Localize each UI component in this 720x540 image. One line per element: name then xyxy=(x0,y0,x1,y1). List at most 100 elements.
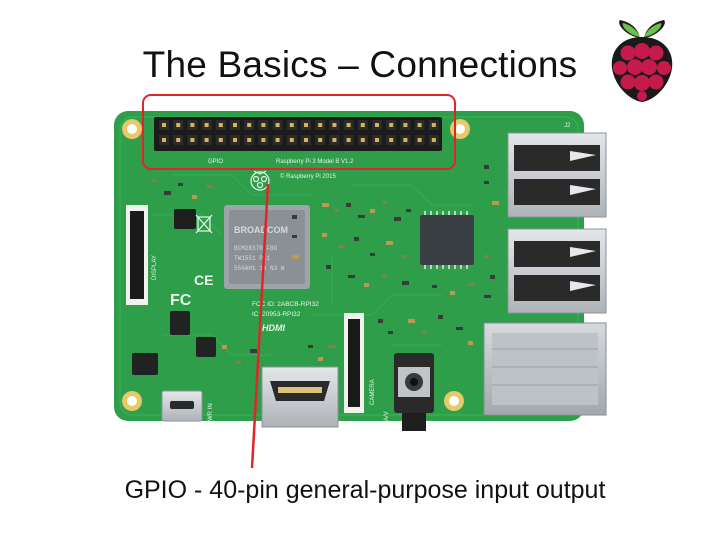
smd-component xyxy=(422,331,427,334)
usb-port-bottom xyxy=(507,228,607,314)
ethernet-port xyxy=(483,322,607,416)
gpio-pin xyxy=(304,138,308,142)
wifi-chip xyxy=(174,209,196,229)
smd-component xyxy=(388,331,393,334)
micro-usb-port: PWR IN xyxy=(161,390,214,425)
lan-chip xyxy=(420,211,474,269)
fcc-id-label: FCC ID: 2ABCB-RPI32 xyxy=(252,301,319,308)
smd-component xyxy=(370,253,375,256)
smd-component xyxy=(192,195,197,199)
smd-components xyxy=(152,165,499,364)
smd-component xyxy=(346,203,351,207)
gpio-header xyxy=(154,117,442,151)
smd-component xyxy=(334,209,339,212)
gpio-pin xyxy=(417,123,422,127)
smd-component xyxy=(206,185,213,188)
recycle-bin-icon xyxy=(195,214,213,234)
smd-component xyxy=(338,245,345,248)
gpio-pin xyxy=(318,138,323,142)
gpio-silk-label: GPIO xyxy=(208,159,223,165)
display-silk-label: DISPLAY xyxy=(152,255,158,280)
smd-component xyxy=(484,295,491,298)
soc-chip: BROADCOM BCM2837RIFBG TW1551 P11 556AH1 … xyxy=(224,205,310,289)
smd-component xyxy=(406,209,411,212)
smd-component xyxy=(378,319,383,323)
copyright-silk-label: © Raspberry Pi 2015 xyxy=(280,173,336,180)
gpio-pin xyxy=(389,123,394,127)
smd-component xyxy=(484,181,489,184)
smd-component xyxy=(328,345,335,348)
smd-component xyxy=(164,191,171,195)
gpio-pin xyxy=(275,123,280,127)
smd-component xyxy=(250,349,257,353)
small-chip xyxy=(196,337,216,357)
gpio-pin xyxy=(218,138,223,142)
smd-component xyxy=(292,215,297,219)
gpio-pin xyxy=(431,123,436,127)
smd-component xyxy=(438,315,443,319)
gpio-pin xyxy=(204,138,209,142)
gpio-pin xyxy=(375,123,379,127)
gpio-pin xyxy=(190,123,195,127)
gpio-pin xyxy=(176,138,181,142)
gpio-pin xyxy=(162,138,166,142)
gpio-pin xyxy=(318,123,323,127)
smd-component xyxy=(468,341,473,345)
smd-component xyxy=(456,327,463,330)
smd-component xyxy=(292,255,299,259)
soc-lot-label: TW1551 P11 xyxy=(234,255,270,262)
smd-component xyxy=(394,217,401,221)
gpio-pin xyxy=(403,123,408,127)
gpio-pin xyxy=(389,138,394,142)
usb-port-top xyxy=(507,132,607,218)
gpio-pins xyxy=(159,120,439,145)
smd-component xyxy=(318,357,323,361)
gpio-pin xyxy=(332,138,337,142)
logo-berry xyxy=(611,37,673,102)
hdmi-silk-label: HDMI xyxy=(262,323,285,333)
smd-component xyxy=(370,209,375,213)
smd-component xyxy=(322,203,329,207)
gpio-pin xyxy=(360,123,365,127)
display-connector: DISPLAY xyxy=(126,205,158,305)
small-chip xyxy=(132,353,158,375)
gpio-pin xyxy=(346,138,351,142)
gpio-pin xyxy=(289,138,294,142)
camera-silk-label: CAMERA xyxy=(370,379,376,405)
camera-connector: CAMERA xyxy=(344,313,376,413)
gpio-pin xyxy=(261,138,266,142)
smd-component xyxy=(484,165,489,169)
gpio-pin xyxy=(190,138,195,142)
ce-mark: CE xyxy=(194,272,213,288)
gpio-pin xyxy=(233,123,237,127)
soc-brand-label: BROADCOM xyxy=(234,225,288,235)
smd-component xyxy=(490,275,495,279)
pwr-silk-label: PWR IN xyxy=(208,403,214,425)
gpio-pin xyxy=(275,138,280,142)
smd-component xyxy=(364,283,369,287)
smd-component xyxy=(178,183,183,186)
slide-title: The Basics – Connections xyxy=(142,44,578,85)
smd-component xyxy=(326,265,331,269)
gpio-pin xyxy=(162,123,166,127)
gpio-pin xyxy=(233,138,237,142)
gpio-pin xyxy=(176,123,181,127)
ic-id-label: IC: 20953-RPI32 xyxy=(252,311,301,318)
smd-component xyxy=(402,255,407,258)
smd-component xyxy=(222,345,227,349)
smd-component xyxy=(152,179,157,182)
raspberry-pi-logo xyxy=(611,20,673,102)
gpio-pin xyxy=(403,138,408,142)
smd-component xyxy=(308,345,313,348)
smd-component xyxy=(358,215,365,218)
smd-component xyxy=(386,241,393,245)
pcb xyxy=(114,111,584,421)
gpio-caption: GPIO - 40-pin general-purpose input outp… xyxy=(124,476,606,504)
av-silk-label: A/V xyxy=(384,411,390,421)
smd-component xyxy=(348,275,355,278)
gpio-pin xyxy=(375,138,379,142)
j2-silk-label: J2 xyxy=(564,123,571,129)
gpio-pin xyxy=(247,138,252,142)
gpio-pin xyxy=(261,123,266,127)
smd-component xyxy=(432,285,437,288)
